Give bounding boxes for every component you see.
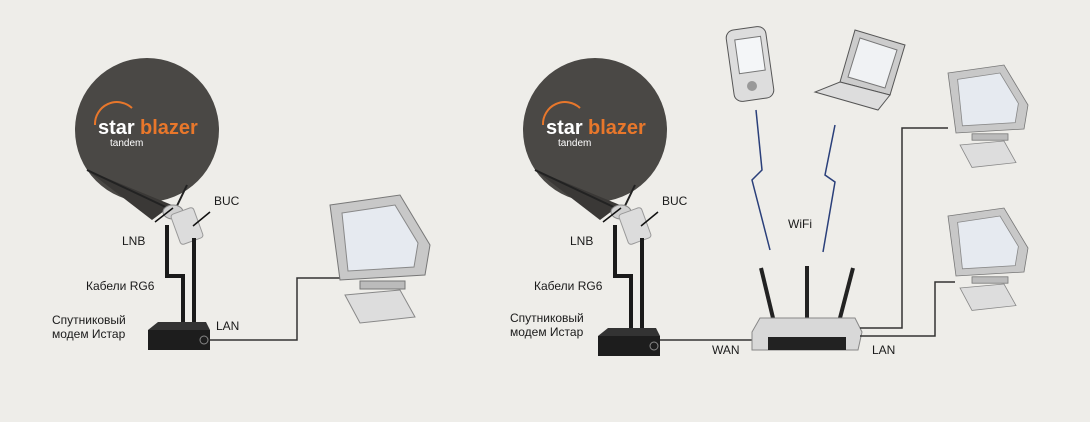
logo-star: star xyxy=(546,117,583,139)
wan-label: WAN xyxy=(712,343,740,357)
satellite-modem-icon xyxy=(147,321,211,351)
modem-label-line2: модем Истар xyxy=(510,325,584,339)
modem-label-line1: Спутниковый xyxy=(510,311,584,325)
lan-cable-1 xyxy=(860,127,948,329)
satellite-dish-icon xyxy=(74,57,220,247)
logo-star: star xyxy=(98,117,135,139)
buc-label: BUC xyxy=(662,194,688,208)
lan-label: LAN xyxy=(872,343,895,357)
satellite-modem-icon xyxy=(597,327,661,357)
satellite-dish-icon xyxy=(522,57,668,247)
right-scheme: star blazer tandem LNB BUC Кабели RG6 Сп… xyxy=(510,26,1029,357)
lan-cable-2 xyxy=(860,281,955,337)
smartphone-icon xyxy=(725,26,775,102)
cables-label: Кабели RG6 xyxy=(534,279,603,293)
desktop-computer-icon xyxy=(947,207,1029,311)
logo-tandem: tandem xyxy=(110,138,143,149)
rg6-cable-lnb xyxy=(613,225,633,330)
cables-label: Кабели RG6 xyxy=(86,279,155,293)
lan-cable xyxy=(210,277,358,341)
lnb-arrow xyxy=(602,207,622,223)
modem-label-line2: модем Истар xyxy=(52,327,126,341)
modem-label-line1: Спутниковый xyxy=(52,313,126,327)
logo-blazer: blazer xyxy=(140,117,198,139)
left-scheme: star blazer tandem LNB BUC Кабели RG6 Сп… xyxy=(52,57,431,351)
wifi-router-icon xyxy=(751,266,863,351)
desktop-computer-icon xyxy=(329,194,431,324)
wifi-signal-phone xyxy=(751,109,771,251)
logo-tandem: tandem xyxy=(558,138,591,149)
desktop-computer-icon xyxy=(947,64,1029,168)
lnb-arrow xyxy=(154,207,174,223)
wifi-signal-laptop xyxy=(822,124,836,253)
lan-label: LAN xyxy=(216,319,239,333)
lnb-label: LNB xyxy=(122,234,145,248)
wifi-label: WiFi xyxy=(788,217,812,231)
lnb-label: LNB xyxy=(570,234,593,248)
buc-arrow xyxy=(640,211,659,227)
buc-arrow xyxy=(192,211,211,227)
laptop-icon xyxy=(813,29,906,111)
logo-blazer: blazer xyxy=(588,117,646,139)
rg6-cable-lnb xyxy=(165,225,185,324)
buc-label: BUC xyxy=(214,194,240,208)
